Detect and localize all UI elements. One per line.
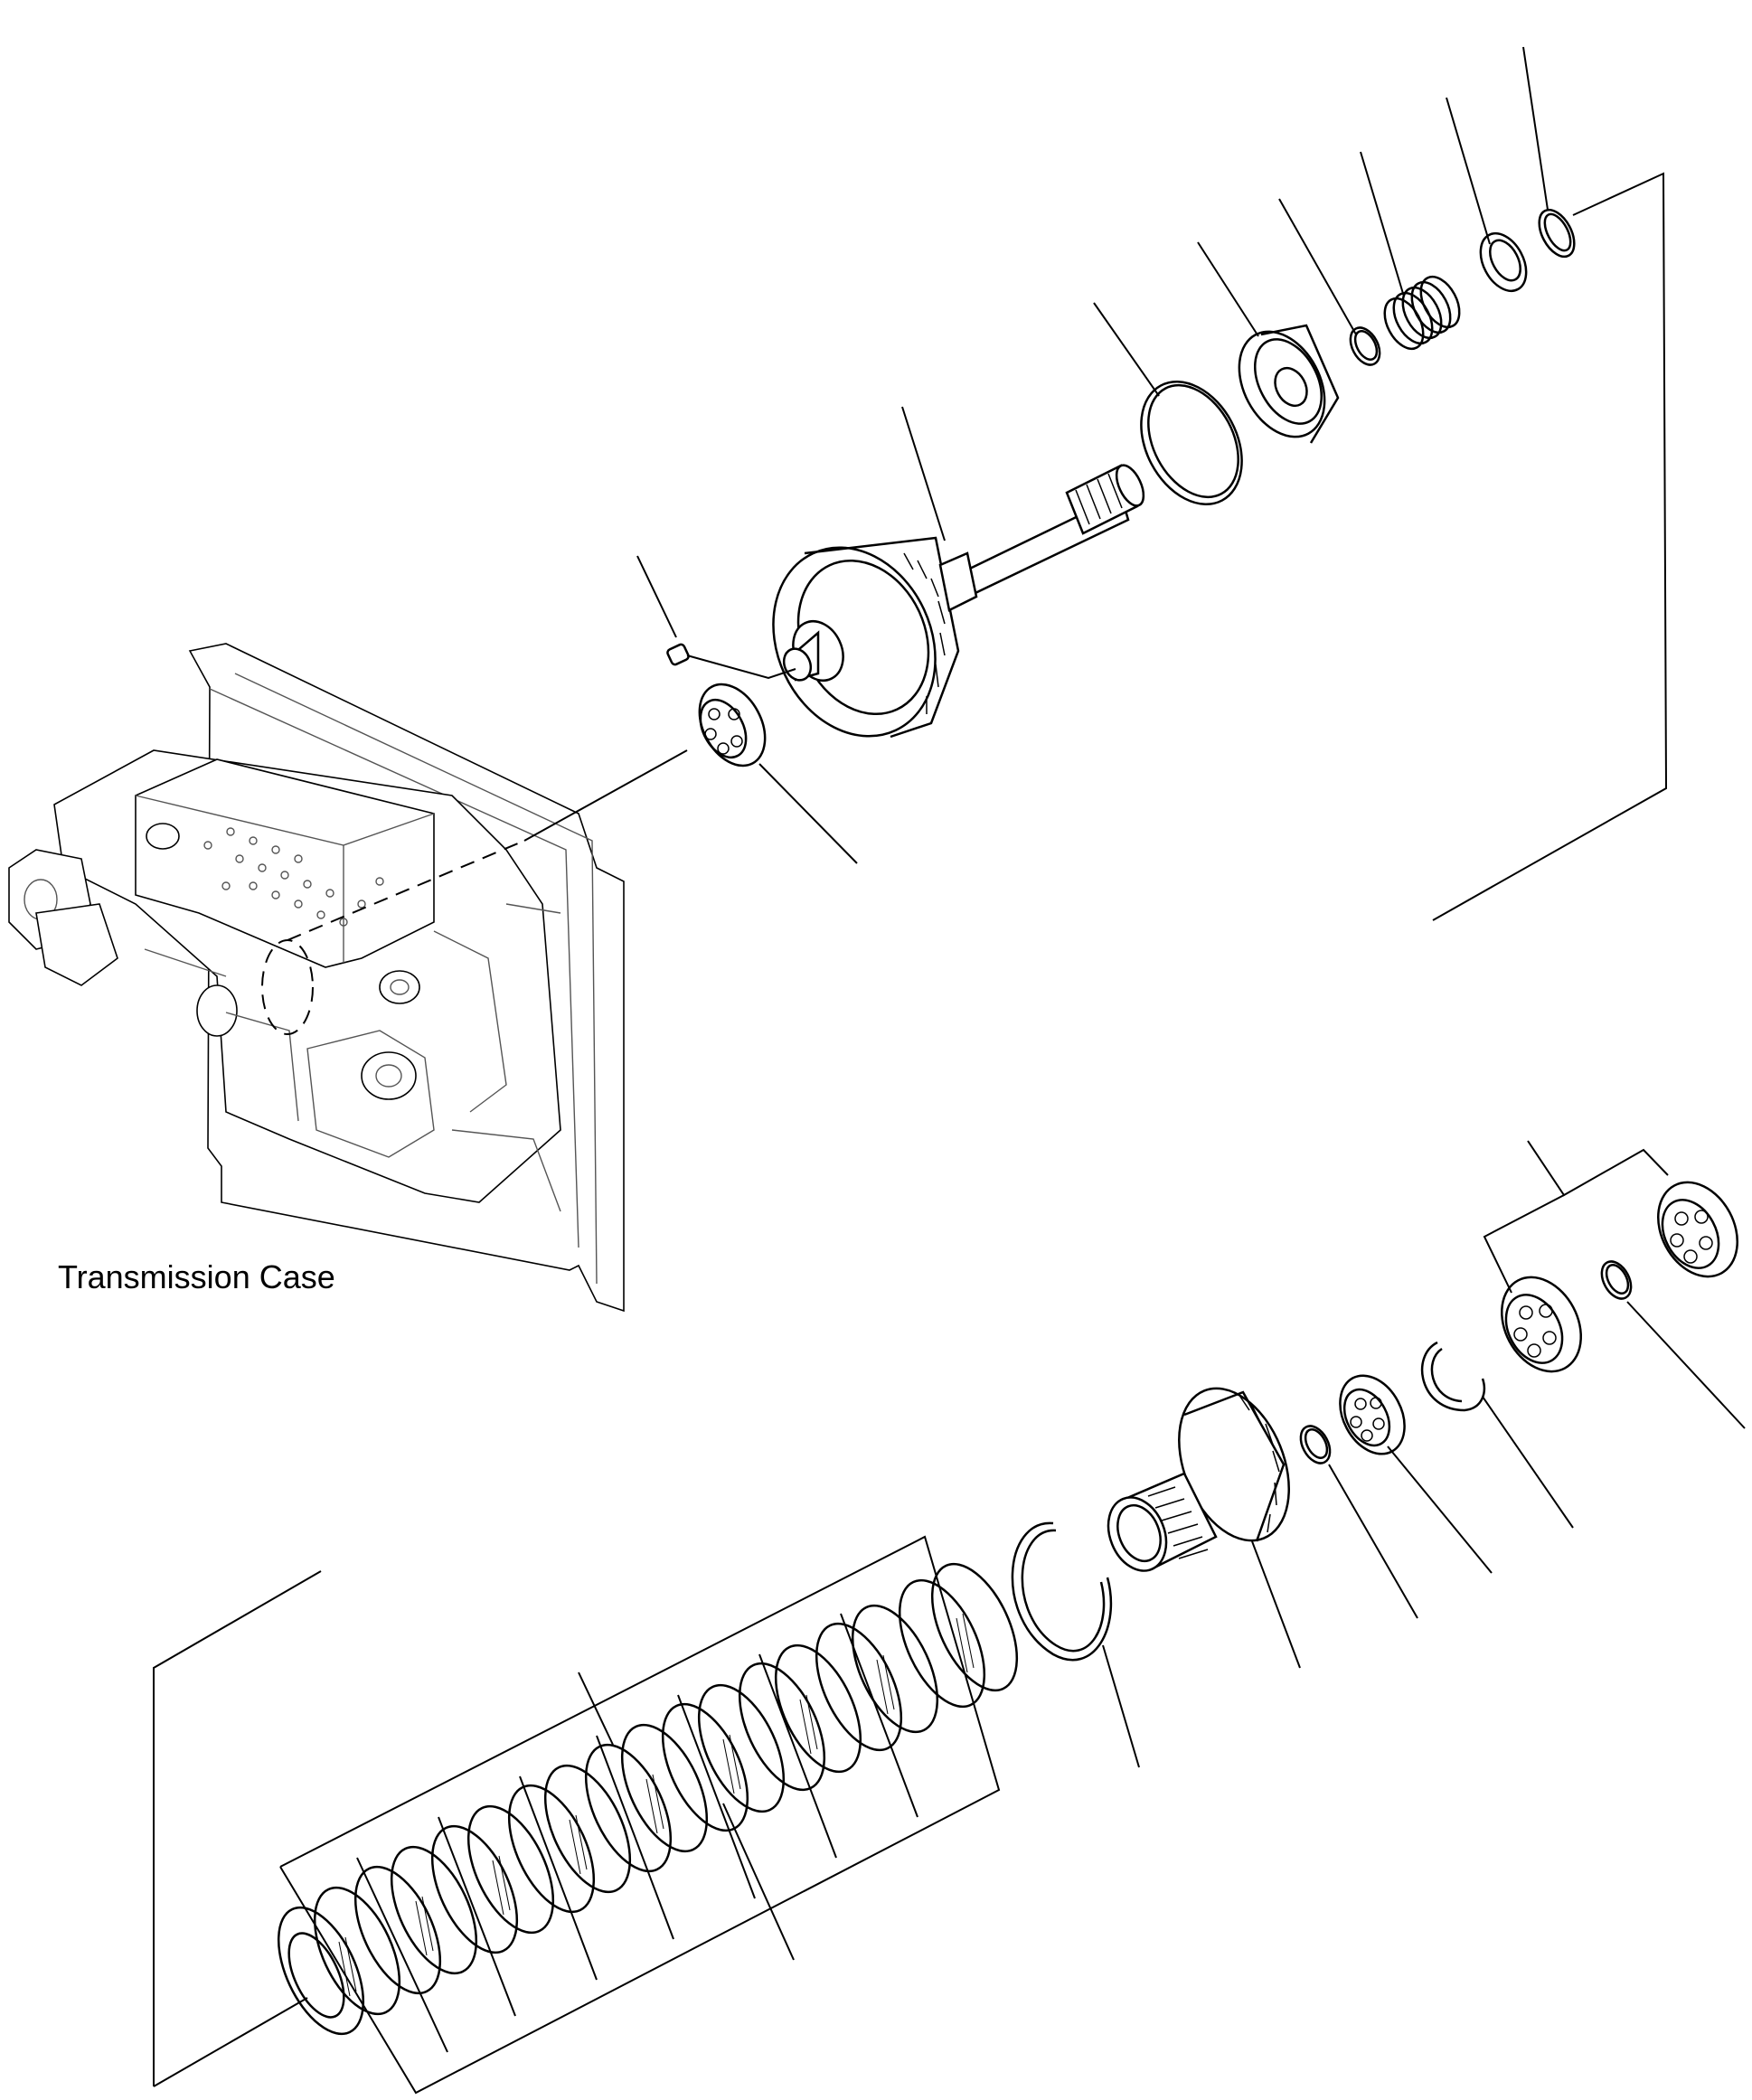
upper-shaft-assembly xyxy=(666,208,1576,767)
upper-leader-lines xyxy=(636,46,1668,921)
lower-leader-lines xyxy=(153,1140,1746,2095)
transmission-case-drawing xyxy=(8,643,625,1313)
transmission-case-label: Transmission Case xyxy=(58,1258,335,1295)
lower-clutch-assembly xyxy=(277,1181,1739,2036)
